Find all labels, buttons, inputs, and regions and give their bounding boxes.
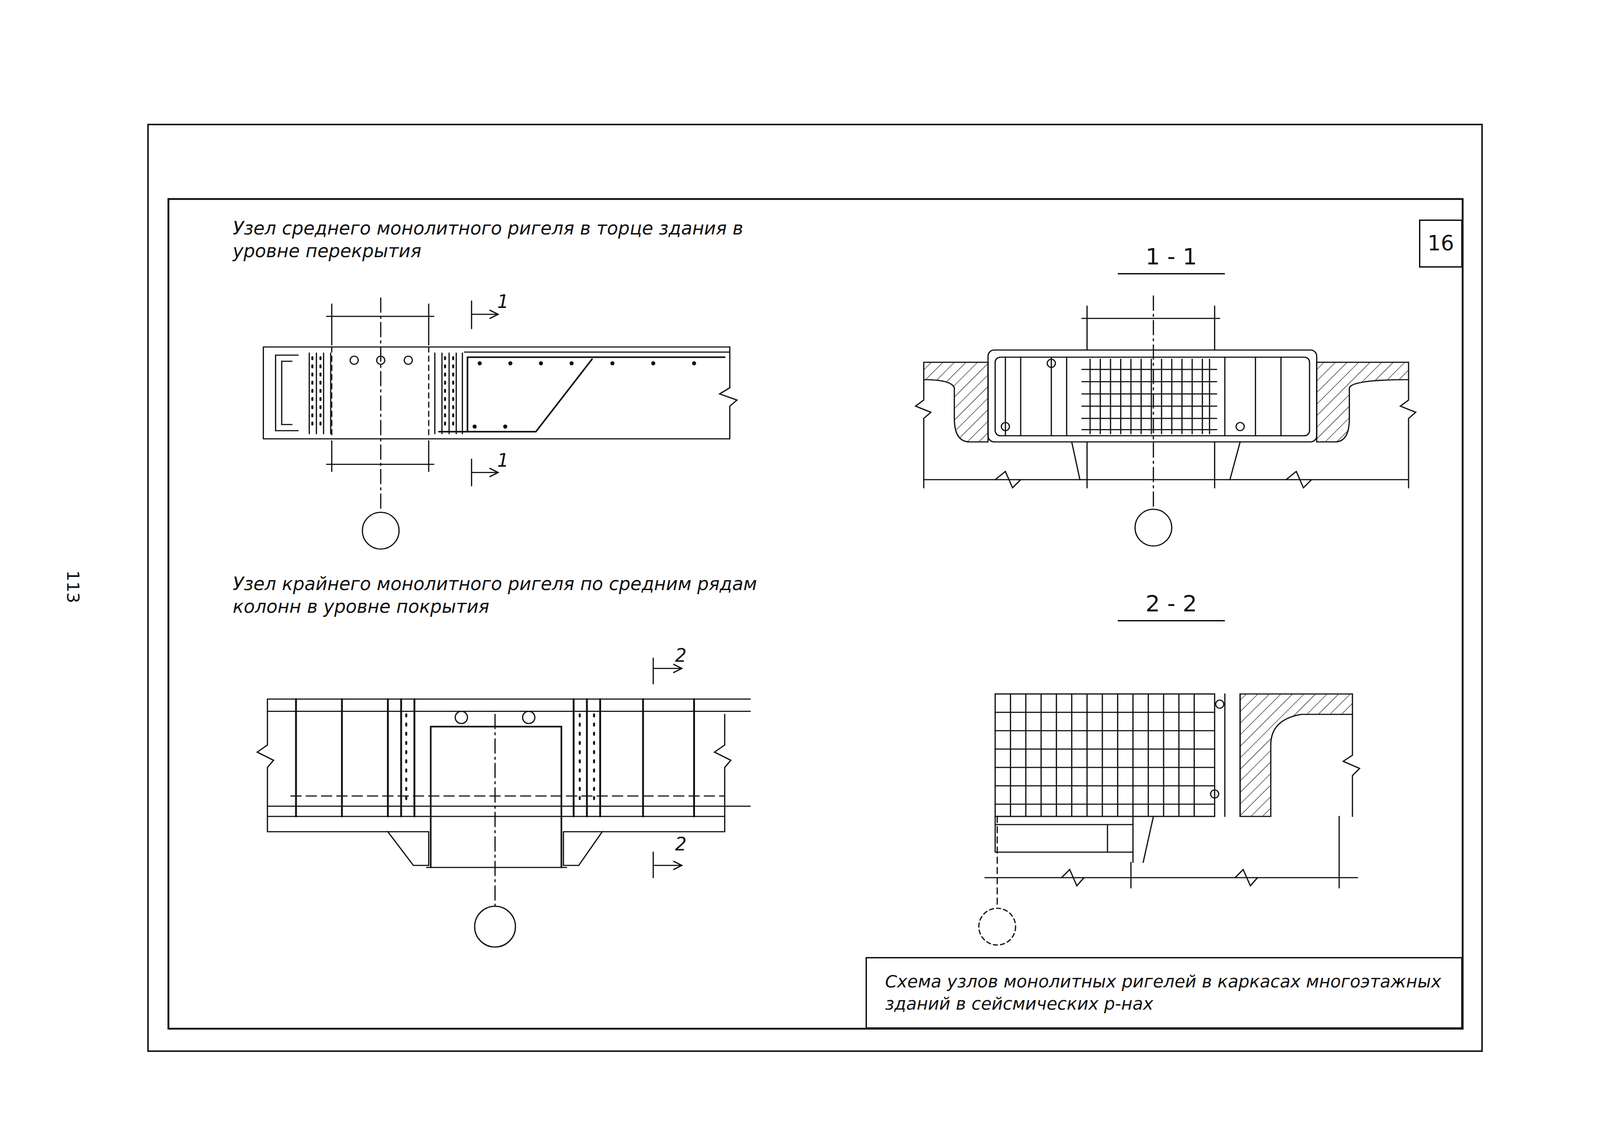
page-number: 113 xyxy=(61,559,84,615)
section-1-1 xyxy=(915,296,1416,547)
section-mark: 2 xyxy=(675,644,698,667)
outer-frame xyxy=(147,124,1483,1052)
section-title: 1 - 1 xyxy=(1117,242,1225,275)
section-mark: 1 xyxy=(497,290,520,314)
section-title: 2 - 2 xyxy=(1117,589,1225,622)
sheet-number: 16 xyxy=(1423,229,1458,258)
section-2-2 xyxy=(978,694,1360,946)
inner-frame xyxy=(168,199,1463,1029)
view-heading: Узел среднего монолитного ригеля в торце… xyxy=(232,216,787,263)
node-1-elevation xyxy=(263,298,738,550)
node-2-elevation xyxy=(257,658,751,948)
section-mark: 1 xyxy=(497,449,520,472)
section-mark: 2 xyxy=(675,832,698,856)
sheet-number-box: 16 xyxy=(1418,219,1463,268)
view-heading: Узел крайнего монолитного ригеля по сред… xyxy=(232,572,769,618)
caption-text: Схема узлов монолитных ригелей в каркаса… xyxy=(885,970,1444,1016)
title-block: Схема узлов монолитных ригелей в каркаса… xyxy=(865,957,1463,1029)
